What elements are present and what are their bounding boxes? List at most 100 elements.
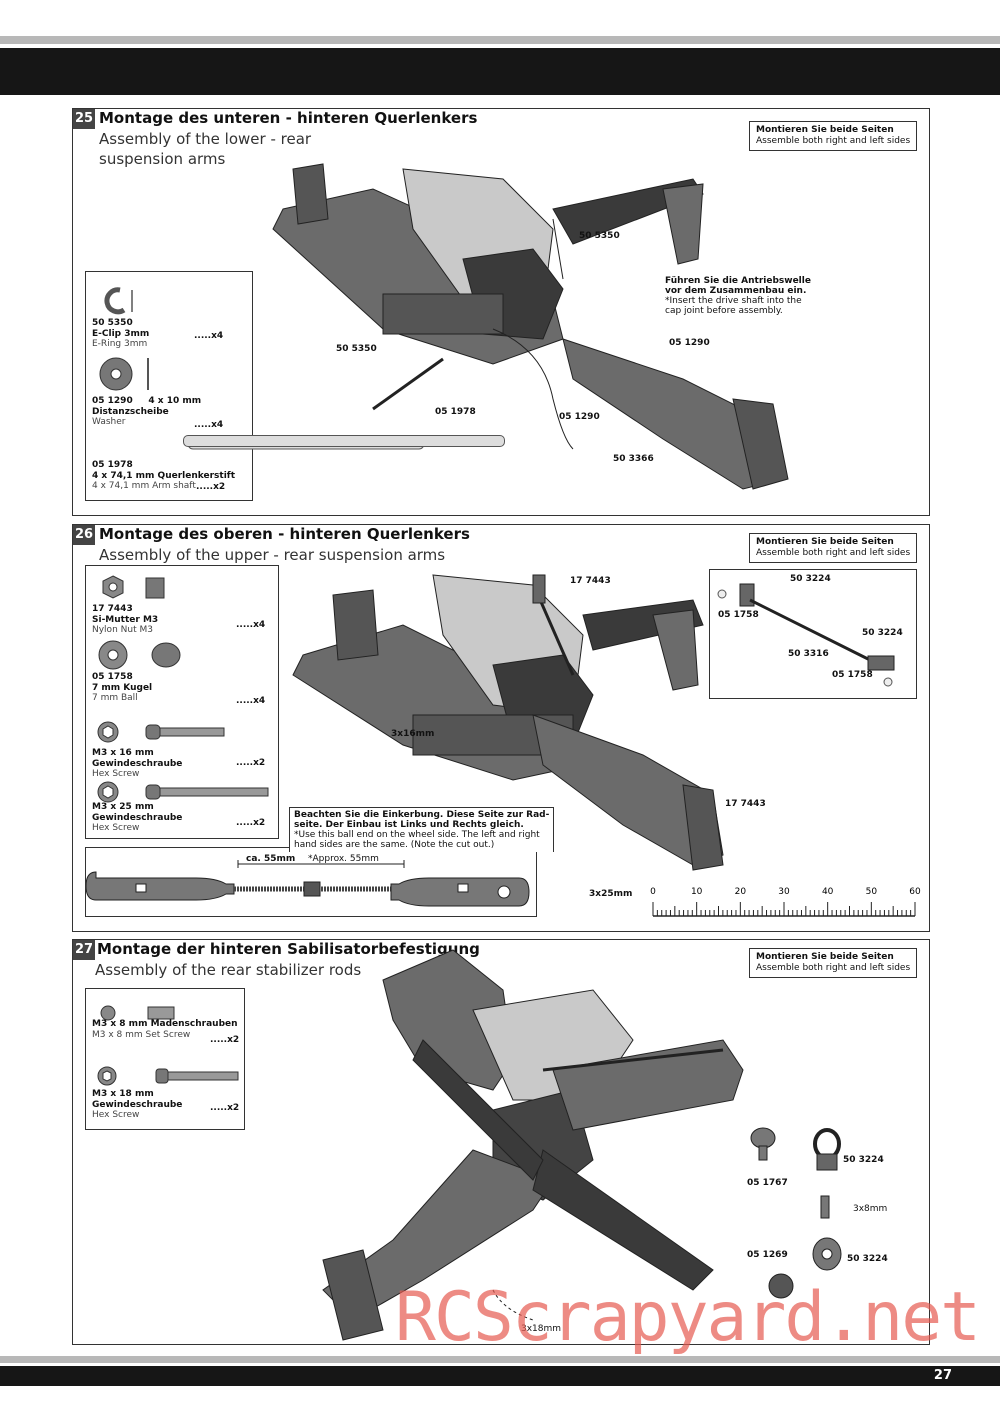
- step-title-de: Montage des oberen - hinteren Querlenker…: [99, 525, 470, 543]
- lower-arm-assembly-diagram: [272, 163, 789, 490]
- turnbuckle-inset: 50 3224 05 1758 50 3224 50 3316 05 1758: [709, 569, 917, 699]
- callout-ball-end-top: 50 3224: [843, 1155, 884, 1165]
- drive-shaft-note: Führen Sie die Antriebswelle vor dem Zus…: [665, 276, 811, 316]
- ball-end-note: Beachten Sie die Einkerbung. Diese Seite…: [289, 807, 555, 852]
- stabilizer-detail-drawing: [750, 1127, 842, 1299]
- turnbuckle-inset-drawing: [717, 583, 895, 687]
- step-number: 26: [73, 525, 95, 545]
- turnbuckle-length-box: ca. 55mm *Approx. 55mm: [85, 847, 537, 917]
- step-27-panel: 27 Montage der hinteren Sabilisatorbefes…: [72, 939, 930, 1345]
- part-e-clip: 50 5350 E-Clip 3mm E-Ring 3mm: [92, 318, 150, 349]
- both-sides-note: Montieren Sie beide Seiten Assemble both…: [749, 533, 918, 563]
- part-washer: 05 1290 4 x 10 mm Distanzscheibe Washer: [92, 396, 202, 427]
- step-title-en-line2: suspension arms: [99, 150, 226, 168]
- qty-screw-25: .....x2: [236, 818, 266, 828]
- screw-25-icon: [97, 781, 269, 803]
- qty-nylon-nut: .....x4: [236, 620, 266, 630]
- both-sides-de: Montieren Sie beide Seiten: [756, 125, 894, 135]
- qty-arm-shaft: .....x2: [196, 482, 226, 492]
- both-sides-note: Montieren Sie beide Seiten Assemble both…: [749, 948, 918, 978]
- inset-callout-rod: 50 3316: [788, 649, 829, 659]
- step-25-parts-list: 50 5350 E-Clip 3mm E-Ring 3mm .....x4 05…: [85, 271, 425, 501]
- note-de-line2: vor dem Zusammenbau ein.: [665, 286, 807, 296]
- inset-callout-ball-end-bottom: 50 3224: [862, 628, 903, 638]
- qty-set-screw: .....x2: [210, 1035, 240, 1045]
- ruler-label: 0: [650, 887, 656, 897]
- both-sides-de: Montieren Sie beide Seiten: [756, 537, 894, 547]
- ruler-label: 60: [909, 887, 921, 897]
- callout-arm-shaft: 05 1978: [435, 407, 476, 417]
- both-sides-en: Assemble both right and left sides: [756, 136, 911, 146]
- callout-ball-1269: 05 1269: [747, 1250, 788, 1260]
- part-arm-shaft: 05 1978 4 x 74,1 mm Querlenkerstift 4 x …: [92, 460, 236, 491]
- note-en-line1: *Insert the drive shaft into the: [665, 296, 802, 306]
- ruler-label: 30: [778, 887, 790, 897]
- length-de: ca. 55mm: [246, 854, 296, 864]
- ruler-label: 20: [735, 887, 747, 897]
- note-de-line2: seite. Der Einbau ist Links und Rechts g…: [294, 820, 524, 830]
- screw-16-icon: [97, 721, 225, 743]
- qty-screw-18: .....x2: [210, 1103, 240, 1113]
- step-title-en: Assembly of the upper - rear suspension …: [99, 546, 446, 564]
- step-number: 27: [73, 940, 95, 960]
- both-sides-en: Assemble both right and left sides: [756, 548, 911, 558]
- header-black-bar: [0, 48, 1000, 95]
- footer-black-bar: [0, 1366, 1000, 1386]
- step-25-panel: 25 Montage des unteren - hinteren Querle…: [72, 108, 930, 516]
- callout-e-clip-left: 50 5350: [336, 344, 377, 354]
- part-screw-16: M3 x 16 mm Gewindeschraube Hex Screw: [92, 748, 183, 779]
- note-de-line1: Beachten Sie die Einkerbung. Diese Seite…: [294, 810, 550, 820]
- callout-washer-bottom: 05 1290: [559, 412, 600, 422]
- note-en-line1: *Use this ball end on the wheel side. Th…: [294, 830, 540, 840]
- note-en-line2: hand sides are the same. (Note the cut o…: [294, 840, 495, 850]
- part-screw-25: M3 x 25 mm Gewindeschraube Hex Screw: [92, 802, 183, 833]
- callout-e-clip-top: 50 5350: [579, 231, 620, 241]
- ball-icon: [98, 640, 181, 670]
- header-gray-stripe: [0, 36, 1000, 44]
- set-screw-icon: [100, 1005, 175, 1021]
- callout-washer-right: 05 1290: [669, 338, 710, 348]
- screw-18-icon: [97, 1066, 239, 1086]
- washer-icon: [99, 357, 149, 391]
- watermark: RCScrapyard.net: [395, 1278, 981, 1357]
- callout-nylon-nut-bottom: 17 7443: [725, 799, 766, 809]
- inset-callout-ball-end-top: 50 3224: [790, 574, 831, 584]
- part-ball: 05 1758 7 mm Kugel 7 mm Ball: [92, 672, 153, 703]
- note-de-line1: Führen Sie die Antriebswelle: [665, 276, 811, 286]
- both-sides-note: Montieren Sie beide Seiten Assemble both…: [749, 121, 918, 151]
- qty-ball: .....x4: [236, 696, 266, 706]
- callout-screw-18: 3x18mm: [521, 1324, 562, 1334]
- inset-callout-ball-top: 05 1758: [718, 610, 759, 620]
- step-number: 25: [73, 109, 95, 129]
- callout-lower-arm: 50 3366: [613, 454, 654, 464]
- callout-nylon-nut-top: 17 7443: [570, 576, 611, 586]
- both-sides-de: Montieren Sie beide Seiten: [756, 952, 894, 962]
- ruler-label: 40: [822, 887, 834, 897]
- arm-shaft-bar: [183, 435, 505, 447]
- length-en: *Approx. 55mm: [308, 854, 379, 864]
- callout-screw-16: 3x16mm: [391, 729, 435, 739]
- upper-arm-assembly-diagram: [292, 574, 724, 871]
- both-sides-en: Assemble both right and left sides: [756, 963, 911, 973]
- callout-set-screw: 3x8mm: [853, 1204, 888, 1214]
- stabilizer-assembly-diagram: [322, 949, 744, 1341]
- step-27-parts-list: M3 x 8 mm Madenschrauben M3 x 8 mm Set S…: [85, 988, 245, 1130]
- step-26-parts-list: 17 7443 Si-Mutter M3 Nylon Nut M3 .....x…: [85, 565, 279, 839]
- inset-callout-ball-bottom: 05 1758: [832, 670, 873, 680]
- turnbuckle-drawing: [86, 860, 530, 907]
- part-set-screw: M3 x 8 mm Madenschrauben M3 x 8 mm Set S…: [92, 1019, 238, 1040]
- callout-ball-1767: 05 1767: [747, 1178, 788, 1188]
- page-number: 27: [933, 1368, 952, 1383]
- nylon-nut-icon: [102, 575, 165, 599]
- note-en-line2: cap joint before assembly.: [665, 306, 783, 316]
- part-screw-18: M3 x 18 mm Gewindeschraube Hex Screw: [92, 1089, 183, 1120]
- part-nylon-nut: 17 7443 Si-Mutter M3 Nylon Nut M3: [92, 604, 159, 635]
- callout-screw-25: 3x25mm: [589, 889, 633, 899]
- e-clip-icon: [104, 287, 133, 315]
- step-26-panel: 26 Montage des oberen - hinteren Querlen…: [72, 524, 930, 932]
- qty-washer: .....x4: [194, 420, 224, 430]
- step-title-de: Montage des unteren - hinteren Querlenke…: [99, 109, 478, 127]
- qty-screw-16: .....x2: [236, 758, 266, 768]
- callout-ball-end-bottom: 50 3224: [847, 1254, 888, 1264]
